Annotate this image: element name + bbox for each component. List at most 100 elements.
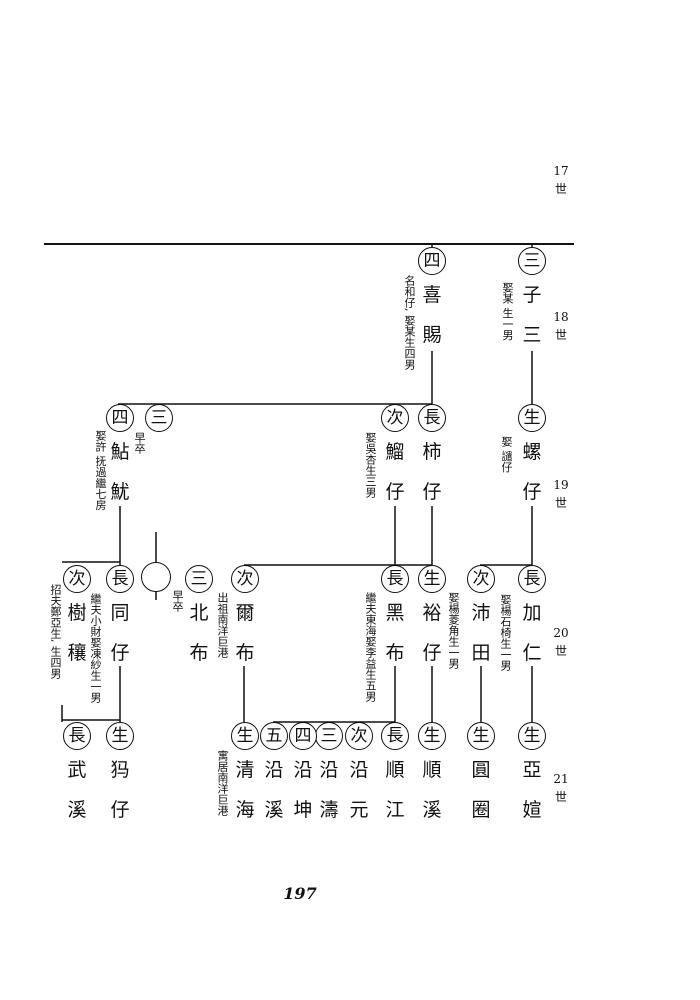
rank-circle: 生 [106, 722, 134, 750]
rank-circle: 生 [518, 404, 546, 432]
note-jiaren: 娶楊石椅生一男 [499, 594, 512, 671]
generation-21-unit: 世 [554, 790, 567, 804]
person-yaxuan: 生 亞 媗 [517, 722, 547, 830]
generation-19-unit: 世 [554, 496, 567, 510]
name-char: 加 [522, 602, 542, 624]
name-char: 賜 [422, 324, 442, 346]
person-shu: 次 樹 穰 [62, 565, 92, 673]
name-char: 犸 [110, 759, 130, 781]
rank-circle: 長 [106, 565, 134, 593]
name-char: 順 [422, 759, 442, 781]
name-char: 魷 [110, 481, 130, 503]
rank-circle: 次 [381, 404, 409, 432]
note-luozai: 娶 譴仔 [500, 436, 513, 473]
name-char: 螺 [522, 441, 542, 463]
rank-circle: 長 [381, 722, 409, 750]
name-char: 爾 [235, 602, 255, 624]
name-char: 鮎 [110, 441, 130, 463]
person-shunxi: 生 順 溪 [417, 722, 447, 830]
name-char: 同 [110, 602, 130, 624]
name-char: 沿 [293, 759, 313, 781]
person-sizai: 生 犸 仔 [105, 722, 135, 830]
person-yuzai: 生 裕 仔 [417, 565, 447, 673]
person-erbu: 次 爾 布 [230, 565, 260, 673]
person-luozai: 生 螺 仔 [517, 404, 547, 512]
name-char: 仔 [422, 642, 442, 664]
note-zhanyou: 娶許 抚過繼七房 [94, 430, 107, 511]
name-char: 江 [385, 799, 405, 821]
name-char: 仔 [110, 642, 130, 664]
note-erbu: 出祖南洋巨港 [216, 592, 229, 658]
name-char: 溪 [264, 799, 284, 821]
name-char: 鰡 [385, 441, 405, 463]
name-char: 沿 [264, 759, 284, 781]
rank-circle: 次 [345, 722, 373, 750]
rank-circle: 生 [467, 722, 495, 750]
rank-circle: 五 [260, 722, 288, 750]
rank-circle: 長 [518, 565, 546, 593]
name-char: 裕 [422, 602, 442, 624]
rank-circle: 四 [289, 722, 317, 750]
rank-circle: 四 [106, 404, 134, 432]
generation-18-unit: 世 [554, 328, 567, 342]
person-tongzai: 長 同 仔 [105, 565, 135, 673]
generation-17-label: 17 世 [553, 162, 569, 198]
name-char: 濤 [319, 799, 339, 821]
person-g19-third: 三 [144, 404, 174, 432]
rank-circle: 生 [518, 722, 546, 750]
name-char: 武 [67, 759, 87, 781]
person-yantao: 三 沿 濤 [314, 722, 344, 830]
note-xici: 名和仔, 娶某生四男 [403, 275, 416, 370]
name-char: 田 [471, 642, 491, 664]
name-char: 沛 [471, 602, 491, 624]
person-wuxi: 長 武 溪 [62, 722, 92, 830]
name-char: 三 [522, 324, 542, 346]
person-peitian: 次 沛 田 [466, 565, 496, 673]
name-char: 清 [235, 759, 255, 781]
name-char: 子 [522, 284, 542, 306]
generation-18-number: 18 [553, 310, 569, 324]
page-number: 197 [283, 884, 317, 903]
generation-17-number: 17 [553, 164, 569, 178]
name-char: 坤 [293, 799, 313, 821]
name-char: 仔 [522, 481, 542, 503]
note-shu: 招夫鄭亞生, 生四男 [49, 584, 62, 679]
note-heibu: 繼夫東海娶李益生五男 [364, 592, 377, 702]
generation-17-unit: 世 [554, 182, 567, 196]
name-char: 黑 [385, 602, 405, 624]
name-char: 布 [235, 642, 255, 664]
name-char: 媗 [522, 799, 542, 821]
generation-20-label: 20 世 [553, 624, 569, 660]
name-char: 柿 [422, 441, 442, 463]
person-shizai: 長 柿 仔 [417, 404, 447, 512]
rank-circle: 長 [418, 404, 446, 432]
rank-circle: 長 [63, 722, 91, 750]
name-char: 仁 [522, 642, 542, 664]
rank-circle [141, 562, 171, 592]
name-char: 海 [235, 799, 255, 821]
person-beibu: 三 北 布 [184, 565, 214, 673]
rank-circle: 三 [145, 404, 173, 432]
rank-circle: 生 [418, 565, 446, 593]
person-liuzai: 次 鰡 仔 [380, 404, 410, 512]
name-char: 布 [189, 642, 209, 664]
name-char: 樹 [67, 602, 87, 624]
generation-20-unit: 世 [554, 644, 567, 658]
name-char: 亞 [522, 759, 542, 781]
note-liuzai: 娶吳杏生三男 [364, 432, 377, 498]
rank-circle: 長 [381, 565, 409, 593]
name-char: 溪 [67, 799, 87, 821]
person-zhanyou: 四 鮎 魷 [105, 404, 135, 512]
rank-circle: 生 [231, 722, 259, 750]
rank-circle: 四 [418, 247, 446, 275]
generation-20-number: 20 [553, 626, 569, 640]
name-char: 順 [385, 759, 405, 781]
note-g19-third: 早卒 [133, 432, 146, 454]
note-tongzai: 繼夫小財娶凍紗生一男 [89, 593, 102, 703]
rank-circle: 次 [231, 565, 259, 593]
name-char: 仔 [110, 799, 130, 821]
person-shunjiang: 長 順 江 [380, 722, 410, 830]
